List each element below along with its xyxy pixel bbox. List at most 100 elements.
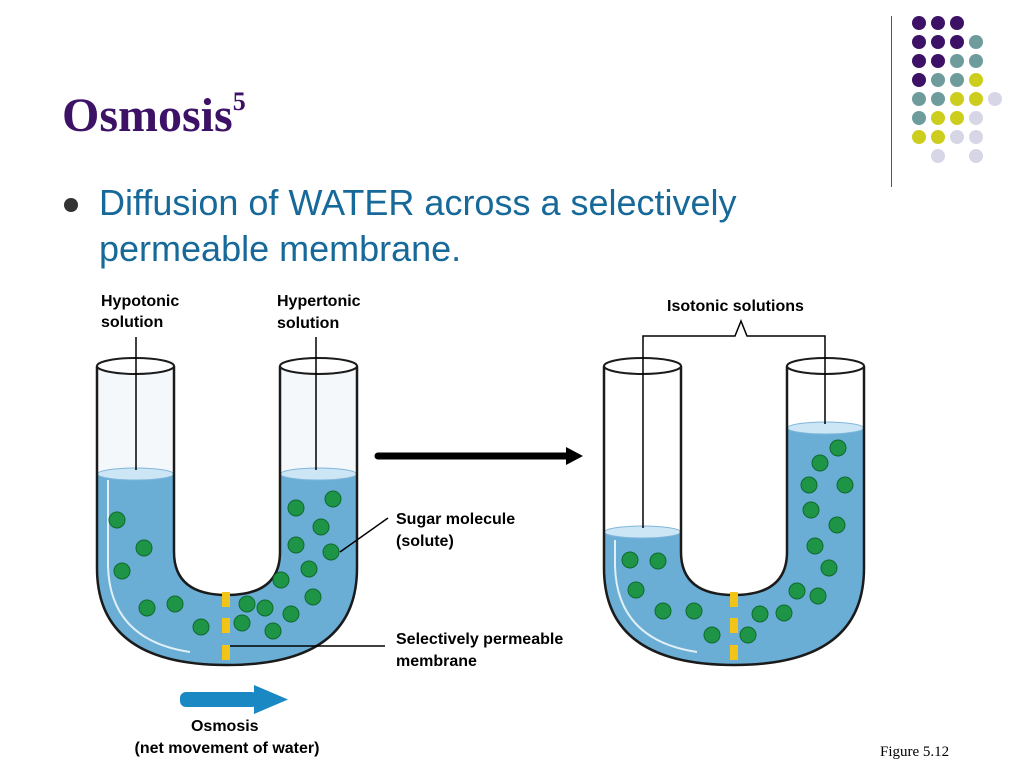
decorative-dot bbox=[950, 35, 964, 49]
decorative-dot bbox=[950, 130, 964, 144]
membrane-segment bbox=[730, 592, 738, 607]
decorative-dot bbox=[912, 16, 926, 30]
decorative-dot bbox=[969, 54, 983, 68]
sugar-molecule bbox=[312, 518, 330, 536]
membrane-segment bbox=[730, 618, 738, 633]
sugar-molecule bbox=[135, 539, 153, 557]
figure-caption: Figure 5.12 bbox=[880, 744, 950, 760]
sugar-molecule bbox=[113, 562, 131, 580]
decorative-dot bbox=[912, 35, 926, 49]
sugar-leader bbox=[339, 517, 389, 553]
sugar-molecule bbox=[627, 581, 645, 599]
sugar-molecule bbox=[654, 602, 672, 620]
right-membrane bbox=[730, 592, 738, 660]
sugar-molecule bbox=[282, 605, 300, 623]
sugar-molecule bbox=[256, 599, 274, 617]
sugar-molecule bbox=[806, 537, 824, 555]
decorative-dot bbox=[912, 54, 926, 68]
sugar-label-line2: (solute) bbox=[396, 533, 454, 550]
decorative-dot bbox=[912, 111, 926, 125]
sugar-molecule bbox=[820, 559, 838, 577]
sugar-molecule bbox=[788, 582, 806, 600]
sugar-molecule bbox=[739, 626, 757, 644]
decorative-dot bbox=[969, 92, 983, 106]
decorative-dot bbox=[912, 130, 926, 144]
membrane-label: Selectively permeable membrane bbox=[396, 631, 568, 670]
sugar-molecule bbox=[304, 588, 322, 606]
isotonic-label: Isotonic solutions bbox=[667, 298, 804, 315]
left-tube-opening-right bbox=[279, 357, 358, 375]
sugar-molecule bbox=[809, 587, 827, 605]
membrane-segment bbox=[222, 645, 230, 660]
decorative-dot bbox=[969, 73, 983, 87]
sugar-molecule bbox=[811, 454, 829, 472]
decorative-dot bbox=[931, 35, 945, 49]
sugar-molecule bbox=[703, 626, 721, 644]
sugar-molecule bbox=[264, 622, 282, 640]
sugar-molecule bbox=[649, 552, 667, 570]
bullet-text: Diffusion of WATER across a selectively … bbox=[99, 182, 737, 269]
osmosis-legend-arrow bbox=[180, 685, 288, 714]
sugar-molecule bbox=[685, 602, 703, 620]
left-membrane bbox=[222, 592, 230, 660]
sugar-molecule bbox=[300, 560, 318, 578]
decorative-dot bbox=[950, 54, 964, 68]
right-arm-water-surface bbox=[280, 467, 357, 481]
sugar-molecule bbox=[138, 599, 156, 617]
sugar-molecule bbox=[287, 499, 305, 517]
decorative-dot bbox=[931, 149, 945, 163]
leader-lines bbox=[135, 318, 826, 647]
left-u-tube bbox=[95, 357, 359, 667]
bullet-marker bbox=[64, 198, 78, 212]
membrane-segment bbox=[222, 592, 230, 607]
title-superscript: 5 bbox=[232, 87, 246, 116]
osmosis-legend-line2: (net movement of water) bbox=[135, 740, 320, 757]
sugar-molecule bbox=[166, 595, 184, 613]
hypertonic-label-line1: Hypertonic bbox=[277, 293, 361, 310]
decorative-dot bbox=[931, 16, 945, 30]
sugar-molecule bbox=[800, 476, 818, 494]
membrane-label-line1: Selectively permeable bbox=[396, 631, 563, 648]
decorative-dot bbox=[931, 130, 945, 144]
hypotonic-label: Hypotonic solution bbox=[101, 293, 184, 331]
sugar-molecule bbox=[621, 551, 639, 569]
decorative-dot bbox=[931, 92, 945, 106]
decorative-dot bbox=[969, 111, 983, 125]
sugar-molecule bbox=[192, 618, 210, 636]
sugar-molecule bbox=[828, 516, 846, 534]
osmosis-legend-label: Osmosis (net movement of water) bbox=[135, 718, 320, 757]
membrane-segment bbox=[222, 618, 230, 633]
decorative-dot bbox=[950, 16, 964, 30]
decorative-dot bbox=[969, 149, 983, 163]
sugar-molecule bbox=[829, 439, 847, 457]
decorative-dot bbox=[950, 92, 964, 106]
decorative-dot bbox=[950, 73, 964, 87]
isotonic-bracket bbox=[642, 318, 826, 528]
slide-title: Osmosis5 bbox=[62, 87, 246, 143]
right-u-tube bbox=[602, 357, 866, 667]
decorative-dot bbox=[988, 92, 1002, 106]
sugar-molecule bbox=[324, 490, 342, 508]
decorative-dot bbox=[931, 54, 945, 68]
sugar-molecule bbox=[775, 604, 793, 622]
membrane-segment bbox=[730, 645, 738, 660]
process-arrow bbox=[374, 447, 583, 465]
right-solute-molecules bbox=[621, 439, 854, 644]
membrane-label-line2: membrane bbox=[396, 653, 477, 670]
title-text: Osmosis bbox=[62, 89, 233, 142]
decorative-dot bbox=[950, 111, 964, 125]
decorative-divider bbox=[891, 16, 892, 187]
sugar-molecule bbox=[108, 511, 126, 529]
decorative-dot bbox=[912, 92, 926, 106]
decorative-dot bbox=[969, 35, 983, 49]
osmosis-legend-line1: Osmosis bbox=[191, 718, 259, 735]
hypertonic-label-line2: solution bbox=[277, 315, 339, 332]
right-tube-highlight bbox=[614, 540, 698, 653]
decorative-dot-grid bbox=[912, 16, 1002, 163]
hypotonic-label-line2: solution bbox=[101, 314, 163, 331]
decorative-dot bbox=[931, 111, 945, 125]
hypotonic-label-line1: Hypotonic bbox=[101, 293, 179, 310]
sugar-molecule bbox=[272, 571, 290, 589]
sugar-label-line1: Sugar molecule bbox=[396, 511, 515, 528]
left-tube-highlight bbox=[107, 480, 191, 653]
